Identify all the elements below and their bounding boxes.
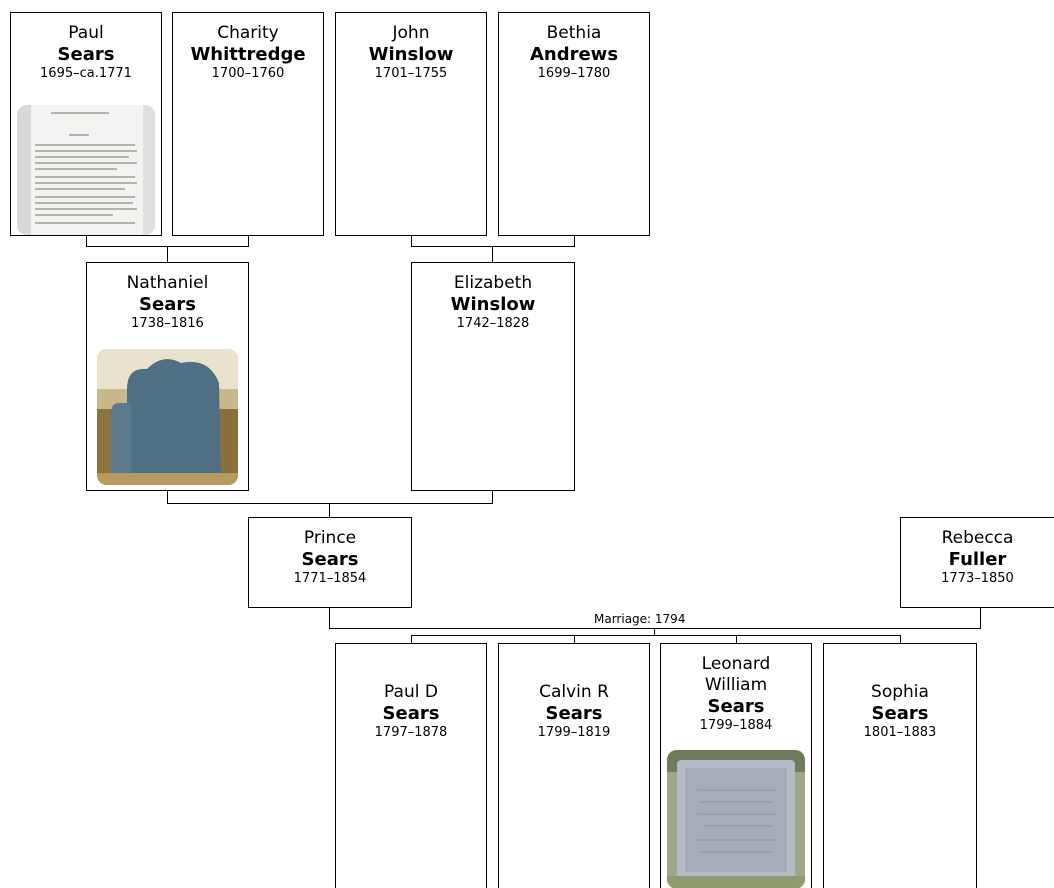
connector-line xyxy=(736,635,737,643)
person-card-charity-whittredge[interactable]: Charity Whittredge 1700–1760 xyxy=(172,12,324,236)
last-name: Sears xyxy=(871,703,929,724)
connector-line xyxy=(900,635,901,643)
last-name: Sears xyxy=(707,696,765,717)
person-card-paul-d-sears[interactable]: Paul D Sears 1797–1878 xyxy=(335,643,487,888)
first-name: Leonard William xyxy=(701,654,771,695)
connector-line xyxy=(654,628,655,636)
last-name: Winslow xyxy=(368,44,454,65)
first-name: Calvin R xyxy=(539,682,609,702)
connector-line xyxy=(492,246,493,262)
life-dates: 1799–1819 xyxy=(537,725,611,740)
connector-line xyxy=(411,236,412,247)
connector-line xyxy=(86,236,87,247)
last-name: Sears xyxy=(301,549,359,570)
marriage-label: Marriage: 1794 xyxy=(593,612,687,626)
person-card-paul-sears[interactable]: Paul Sears 1695–ca.1771 xyxy=(10,12,162,236)
first-name: Nathaniel xyxy=(126,273,209,293)
person-card-calvin-r-sears[interactable]: Calvin R Sears 1799–1819 xyxy=(498,643,650,888)
connector-line xyxy=(329,608,330,629)
life-dates: 1695–ca.1771 xyxy=(40,66,132,81)
gravestone-photo xyxy=(97,349,238,485)
last-name: Whittredge xyxy=(190,44,306,65)
last-name: Fuller xyxy=(948,549,1007,570)
connector-line xyxy=(411,635,901,636)
connector-line xyxy=(167,246,168,262)
first-name: Bethia xyxy=(546,23,602,43)
connector-line xyxy=(492,491,493,504)
first-name: Prince xyxy=(303,528,357,548)
first-name: Charity xyxy=(217,23,279,43)
connector-line xyxy=(411,246,575,247)
first-name: Paul xyxy=(68,23,104,43)
last-name: Sears xyxy=(139,294,196,315)
document-photo xyxy=(17,105,155,235)
life-dates: 1799–1884 xyxy=(699,718,773,733)
marriage-line xyxy=(329,628,981,629)
life-dates: 1742–1828 xyxy=(456,316,530,331)
last-name: Sears xyxy=(57,44,115,65)
first-name: Sophia xyxy=(871,682,929,702)
person-card-nathaniel-sears[interactable]: Nathaniel Sears 1738–1816 xyxy=(86,262,249,491)
connector-line xyxy=(574,635,575,643)
life-dates: 1701–1755 xyxy=(374,66,448,81)
person-card-rebecca-fuller[interactable]: Rebecca Fuller 1773–1850 xyxy=(900,517,1054,608)
person-card-prince-sears[interactable]: Prince Sears 1771–1854 xyxy=(248,517,412,608)
person-card-bethia-andrews[interactable]: Bethia Andrews 1699–1780 xyxy=(498,12,650,236)
last-name: Andrews xyxy=(529,44,619,65)
first-name: John xyxy=(392,23,430,43)
life-dates: 1797–1878 xyxy=(374,725,448,740)
life-dates: 1771–1854 xyxy=(293,571,367,586)
connector-line xyxy=(411,635,412,643)
last-name: Sears xyxy=(382,703,440,724)
life-dates: 1699–1780 xyxy=(537,66,611,81)
life-dates: 1801–1883 xyxy=(863,725,937,740)
connector-line xyxy=(980,608,981,629)
first-name: Elizabeth xyxy=(453,273,533,293)
connector-line xyxy=(167,503,493,504)
gravestone-photo xyxy=(667,750,805,888)
connector-line xyxy=(329,503,330,517)
person-card-leonard-william-sears[interactable]: Leonard William Sears 1799–1884 xyxy=(660,643,812,888)
person-card-sophia-sears[interactable]: Sophia Sears 1801–1883 xyxy=(823,643,977,888)
connector-line xyxy=(167,491,168,504)
connector-line xyxy=(574,236,575,247)
life-dates: 1738–1816 xyxy=(131,316,204,331)
first-name: Paul D xyxy=(384,682,438,702)
life-dates: 1773–1850 xyxy=(941,571,1014,586)
person-card-elizabeth-winslow[interactable]: Elizabeth Winslow 1742–1828 xyxy=(411,262,575,491)
last-name: Sears xyxy=(545,703,603,724)
last-name: Winslow xyxy=(450,294,536,315)
person-card-john-winslow[interactable]: John Winslow 1701–1755 xyxy=(335,12,487,236)
life-dates: 1700–1760 xyxy=(211,66,285,81)
connector-line xyxy=(248,236,249,247)
first-name: Rebecca xyxy=(941,528,1014,548)
